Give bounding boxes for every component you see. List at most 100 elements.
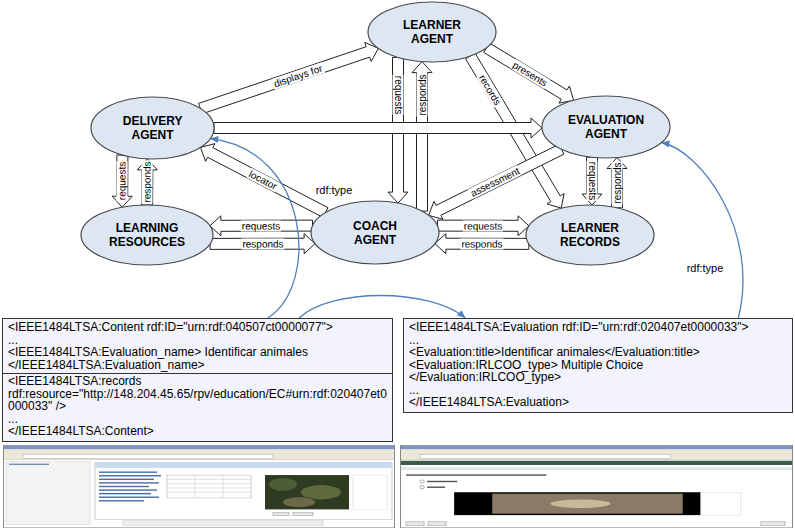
screenshot-detail: [99, 479, 154, 480]
curve-line: [299, 296, 465, 319]
agent-ellipse: LEARNER AGENT: [367, 1, 497, 63]
rdf-code-line: <IEEE1484LTSA:Evaluation rdf:ID="urn:rdf…: [409, 321, 787, 334]
screenshot-detail: [301, 485, 341, 499]
screenshot-detail: [4, 445, 395, 527]
agent-name: EVALUATION AGENT: [568, 113, 644, 141]
screenshot-detail: [265, 475, 349, 509]
edge-label: requests: [117, 161, 128, 201]
screenshot-detail: [95, 462, 392, 468]
screenshot-detail: [99, 497, 159, 498]
ellipse-shape: [81, 205, 213, 265]
edge-label: records: [477, 71, 505, 107]
flow-arrow: [201, 144, 329, 218]
rdf-code-line: </IEEE1484LTSA:Evaluation>: [409, 396, 787, 409]
agent-ellipse: EVALUATION AGENT: [541, 95, 671, 159]
ellipse-shape: [311, 201, 439, 264]
edge-label: locator: [246, 168, 279, 193]
screenshot-detail: [283, 497, 315, 507]
screenshot-detail: [353, 475, 387, 509]
screenshot-detail: [406, 522, 424, 526]
agent-name: LEARNER AGENT: [403, 18, 461, 46]
lesson-panel: [95, 462, 392, 519]
button-bar: [406, 522, 785, 526]
flow-arrow: [435, 234, 529, 254]
screenshot-detail: [167, 487, 251, 488]
rdf-code-line: ...: [8, 334, 387, 347]
screenshot-detail: [293, 512, 313, 516]
screenshot-detail: [99, 489, 157, 490]
screenshot-detail: [420, 455, 671, 459]
agent-name: COACH AGENT: [353, 219, 397, 247]
answer-options: [420, 480, 457, 489]
screenshot-detail: [99, 500, 144, 501]
edge-label: rdf:type: [685, 262, 726, 274]
screenshot-detail: [4, 460, 394, 527]
ellipse-shape: [368, 2, 496, 62]
flow-arrow: [412, 62, 432, 212]
screenshot-detail: [6, 461, 90, 524]
ellipse-shape: [526, 205, 654, 265]
screenshot-detail: [4, 446, 394, 450]
edge-label: assessment: [468, 165, 522, 199]
screenshot-detail: [167, 475, 251, 498]
rdf-code-line: ...: [409, 334, 787, 347]
screenshot-detail: [4, 454, 394, 460]
screenshot-detail: [550, 499, 610, 508]
rdf-code-box: <IEEE1484LTSA:Content rdf:ID="urn:rdf:04…: [2, 318, 393, 442]
screenshot-detail: [195, 475, 196, 498]
agent-name: LEARNING RESOURCES: [109, 221, 185, 249]
screenshot-detail: [223, 475, 224, 498]
screenshot-detail: [4, 449, 394, 453]
edge-label: requests: [587, 161, 598, 201]
edge-label: requests: [463, 220, 503, 231]
screenshot-detail: [420, 480, 424, 483]
screenshot-detail: [273, 512, 289, 516]
flow-arrow: [214, 118, 542, 138]
screenshot-detail: [99, 475, 161, 476]
screenshot-content-page: [3, 445, 395, 528]
screenshot-detail: [95, 462, 392, 519]
screenshot-detail: [9, 464, 49, 465]
flow-arrow: [582, 157, 602, 205]
arrow-head: [457, 310, 465, 318]
edge-label: responds: [612, 161, 623, 204]
rdf-code-line: ...: [8, 413, 387, 426]
edge-label: responds: [417, 73, 428, 116]
rdf-code-line: <IEEE1484LTSA:Content rdf:ID="urn:rdf:04…: [8, 321, 387, 334]
agent-ellipse: LEARNING RESOURCES: [80, 204, 214, 266]
rdf-code-line: <Evaluation:title>Identificar animales</…: [409, 346, 787, 359]
edge-label: requests: [393, 75, 404, 115]
rdf-code-line: <IEEE1484LTSA:records rdf:resource="http…: [3, 373, 392, 413]
screenshot-detail: [401, 445, 793, 527]
screenshot-detail: [99, 486, 149, 487]
rdf-code-line: <Evaluation:IRLCOO_type> Multiple Choice…: [409, 359, 787, 384]
screenshot-detail: [701, 492, 741, 515]
agent-name: LEARNER RECORDS: [560, 221, 620, 249]
edge-label: responds: [241, 238, 284, 249]
agent-ellipse: LEARNER RECORDS: [525, 204, 655, 266]
flow-arrow: [137, 159, 157, 205]
screenshot-detail: [23, 455, 273, 459]
edge-label: responds: [460, 238, 503, 249]
evaluation-header: [401, 461, 792, 476]
edge-label: responds: [142, 160, 153, 203]
flow-arrow: [429, 144, 564, 219]
agent-ellipse: DELIVERY AGENT: [90, 96, 215, 160]
flow-arrow: [607, 158, 627, 208]
screenshot-detail: [99, 493, 151, 494]
browser-window: [401, 445, 793, 527]
video-frame: [265, 475, 387, 516]
screenshot-detail: [123, 521, 323, 525]
screenshot-detail: [99, 471, 157, 472]
curve-line: [661, 143, 743, 319]
screenshot-detail: [401, 461, 792, 465]
screenshot-detail: [401, 460, 792, 527]
rdf-code-line: ...: [409, 384, 787, 397]
rdf-link-curve: [210, 136, 299, 318]
screenshot-detail: [406, 474, 546, 475]
ellipse-shape: [91, 97, 214, 159]
edge-label: rdf:type: [314, 184, 355, 196]
browser-window: [4, 445, 395, 527]
edge-label: requests: [241, 220, 281, 231]
